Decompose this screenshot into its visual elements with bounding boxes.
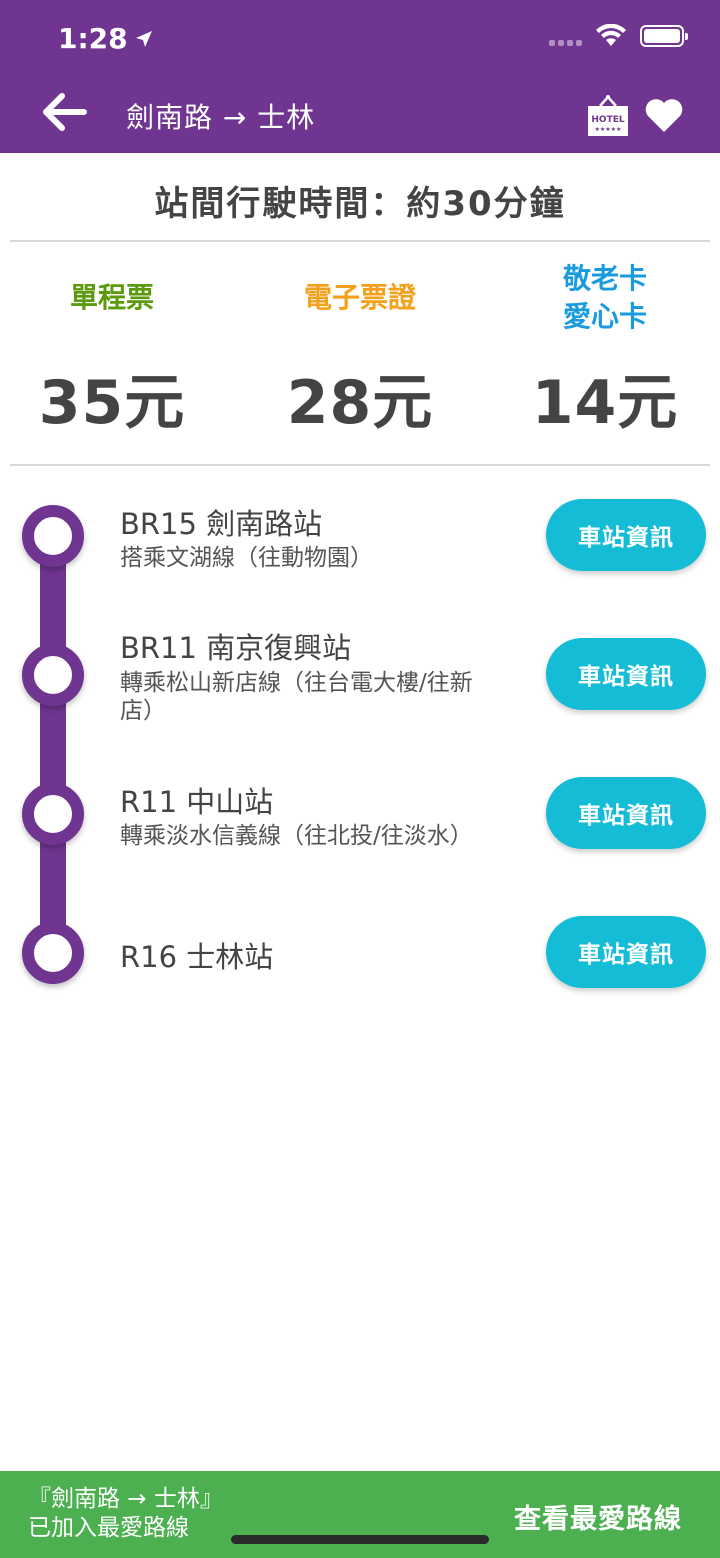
station-info-button[interactable]: 車站資訊	[546, 638, 706, 710]
station-name: BR15 劍南路站	[120, 507, 323, 541]
station-transfer: 轉乘淡水信義線（往北投/往淡水）	[120, 823, 473, 849]
battery-icon	[640, 25, 688, 47]
fare-e-ticket: 電子票證 28元	[240, 262, 480, 441]
view-favorites-button[interactable]: 查看最愛路線	[514, 1504, 682, 1535]
favorite-added-toast: 『劍南路 → 士林』 已加入最愛路線 查看最愛路線	[0, 1471, 720, 1558]
divider	[10, 464, 710, 466]
clock: 1:28	[58, 22, 128, 55]
location-arrow-icon	[135, 30, 152, 47]
hotel-badge-text: HOTEL	[591, 115, 624, 125]
top-bar: 1:28 劍南路 → 士林	[0, 0, 720, 153]
station-dot	[22, 505, 84, 567]
status-icons	[549, 24, 688, 48]
station-info-button[interactable]: 車站資訊	[546, 499, 706, 571]
station-name: R11 中山站	[120, 785, 274, 819]
fare-value: 28元	[286, 368, 434, 438]
station-info-button[interactable]: 車站資訊	[546, 916, 706, 988]
cellular-signal-icon	[549, 26, 582, 46]
station-dot	[22, 644, 84, 706]
station-transfer: 轉乘松山新店線（往台電大樓/往新店）	[120, 670, 473, 724]
station-transfer: 搭乘文湖線（往動物園）	[120, 545, 373, 571]
fare-label: 單程票	[69, 281, 154, 314]
back-arrow-icon[interactable]	[38, 92, 88, 132]
station-dot	[22, 922, 84, 984]
status-time: 1:28	[58, 22, 154, 55]
fare-senior-card: 敬老卡 愛心卡 14元	[485, 262, 720, 441]
home-indicator[interactable]	[231, 1535, 489, 1544]
fare-value: 14元	[531, 368, 679, 438]
station-info-button[interactable]: 車站資訊	[546, 777, 706, 849]
fare-label: 電子票證	[303, 281, 416, 314]
toast-message-line2: 已加入最愛路線	[28, 1515, 189, 1541]
travel-time: 站間行駛時間：約30分鐘	[154, 184, 566, 224]
hotel-icon[interactable]: HOTEL ★★★★★	[586, 94, 630, 138]
fare-single-ticket: 單程票 35元	[0, 262, 232, 441]
route-line	[40, 536, 66, 954]
toast-message: 『劍南路 → 士林』 已加入最愛路線	[28, 1485, 223, 1543]
toast-message-line1: 『劍南路 → 士林』	[28, 1486, 223, 1512]
fare-value: 35元	[38, 368, 186, 438]
hotel-badge-stars: ★★★★★	[595, 126, 622, 133]
station-name: R16 士林站	[120, 940, 274, 974]
fare-label: 敬老卡 愛心卡	[562, 262, 647, 333]
heart-icon[interactable]	[644, 96, 684, 134]
route-title: 劍南路 → 士林	[126, 101, 316, 134]
divider	[10, 240, 710, 242]
station-name: BR11 南京復興站	[120, 631, 352, 665]
station-dot	[22, 783, 84, 845]
wifi-icon	[596, 24, 626, 46]
